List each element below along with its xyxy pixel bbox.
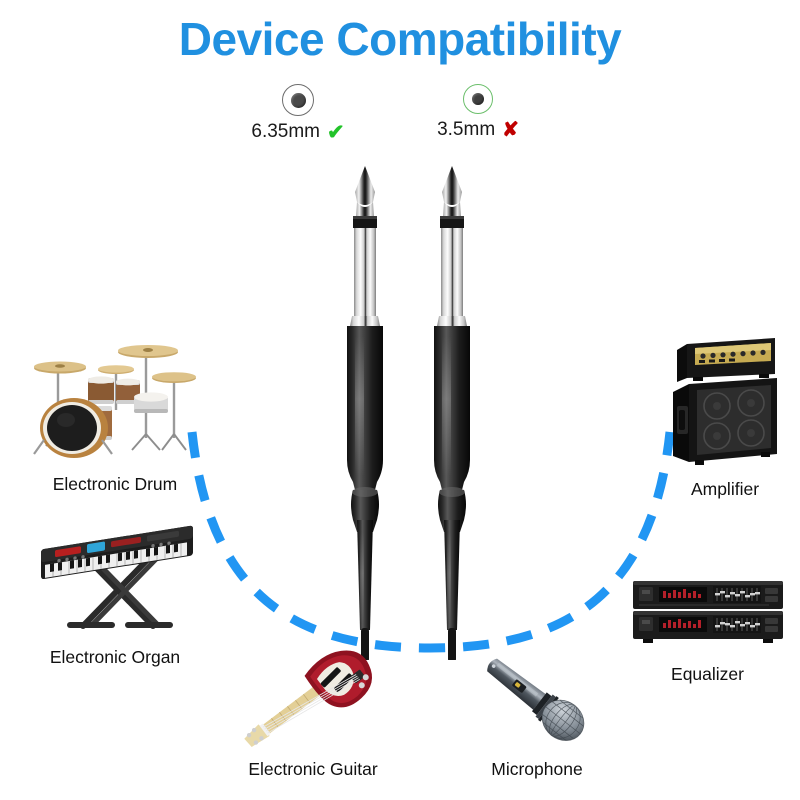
device-label-electronic-drum: Electronic Drum <box>52 474 178 494</box>
jack-3-5mm-icon <box>463 84 493 114</box>
jack-core <box>290 92 306 108</box>
page-title: Device Compatibility <box>178 13 622 65</box>
keyboard-icon <box>20 508 210 643</box>
microphone-icon <box>452 650 622 755</box>
device-electronic-guitar: Electronic Guitar <box>218 645 408 780</box>
device-label-electronic-organ: Electronic Organ <box>49 647 181 667</box>
cross-icon: ✘ <box>502 119 519 141</box>
legend-item-3-5mm: 3.5mm ✘ <box>398 84 558 141</box>
device-equalizer: Equalizer <box>620 575 795 685</box>
device-label-amplifier: Amplifier <box>690 479 760 499</box>
legend-row: 3.5mm ✘ <box>398 119 558 141</box>
legend-label-6-35mm: 6.35mm <box>251 121 321 142</box>
device-label-electronic-guitar: Electronic Guitar <box>248 759 378 779</box>
device-amplifier: Amplifier <box>655 330 795 500</box>
bass-guitar-icon <box>218 645 408 755</box>
drum-kit-icon <box>20 330 210 470</box>
jack-core <box>472 93 484 105</box>
legend-item-6-35mm: 6.35mm ✔ <box>218 84 378 143</box>
device-label-microphone: Microphone <box>491 759 583 779</box>
check-icon: ✔ <box>327 120 345 144</box>
jack-6-35mm-icon <box>282 84 314 116</box>
equalizer-icon <box>620 575 795 660</box>
device-electronic-organ: Electronic Organ <box>20 508 210 668</box>
legend-row: 6.35mm ✔ <box>218 121 378 143</box>
connector-left <box>347 166 383 660</box>
device-microphone: Microphone <box>452 650 622 780</box>
legend-label-3-5mm: 3.5mm <box>437 119 496 140</box>
device-electronic-drum: Electronic Drum <box>20 330 210 495</box>
connector-right <box>434 166 470 660</box>
amplifier-icon <box>655 330 795 475</box>
device-label-equalizer: Equalizer <box>671 664 744 684</box>
